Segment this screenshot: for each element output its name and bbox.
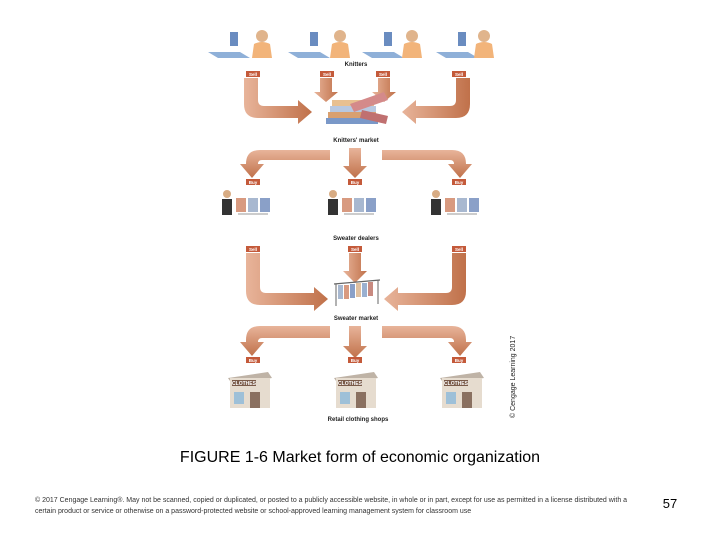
- sweater-dealer-2: [328, 190, 376, 215]
- sweater-dealer-1: [222, 190, 270, 215]
- svg-text:Sell: Sell: [455, 247, 463, 252]
- buy-tag-row2: Buy Buy Buy: [246, 179, 466, 185]
- retail-shops-label: Retail clothing shops: [328, 417, 389, 423]
- svg-text:Sell: Sell: [379, 72, 387, 77]
- svg-text:Sell: Sell: [455, 72, 463, 77]
- sweater-pile-icon: [326, 92, 388, 124]
- buy-arrows-from-sweater-market: [240, 326, 472, 358]
- svg-text:CLOTHES: CLOTHES: [444, 381, 469, 387]
- clothing-shop-1: CLOTHES: [228, 372, 272, 408]
- sweater-market-label: Sweater market: [334, 316, 378, 322]
- svg-text:Sell: Sell: [323, 72, 331, 77]
- sell-tag-row3: Sell Sell Sell: [246, 246, 466, 252]
- sweater-dealers-label: Sweater dealers: [333, 236, 379, 242]
- clothing-shop-2: CLOTHES: [334, 372, 378, 408]
- clothing-shop-3: CLOTHES: [440, 372, 484, 408]
- svg-text:Buy: Buy: [351, 180, 360, 185]
- knitter-2: [288, 30, 350, 58]
- svg-text:CLOTHES: CLOTHES: [232, 381, 257, 387]
- sell-tag-row1: Sell Sell Sell Sell: [246, 71, 466, 77]
- knitter-4: [436, 30, 494, 58]
- svg-text:Buy: Buy: [249, 180, 258, 185]
- svg-text:Buy: Buy: [455, 358, 464, 363]
- sweater-dealer-3: [431, 190, 479, 215]
- knitters-label: Knitters: [345, 62, 368, 68]
- market-flow-diagram: Knitters Sell Sell Sell Sell Knitters' m…: [208, 30, 494, 423]
- buy-tag-row4: Buy Buy Buy: [246, 357, 466, 363]
- knitter-3: [362, 30, 422, 58]
- svg-text:Sell: Sell: [249, 72, 257, 77]
- svg-text:CLOTHES: CLOTHES: [338, 381, 363, 387]
- svg-text:Buy: Buy: [351, 358, 360, 363]
- knitters-market-label: Knitters' market: [333, 138, 378, 144]
- svg-text:Sell: Sell: [249, 247, 257, 252]
- page-number: 57: [662, 496, 678, 511]
- svg-text:Sell: Sell: [351, 247, 359, 252]
- figure-caption: FIGURE 1-6 Market form of economic organ…: [179, 449, 541, 466]
- clothing-rack-icon: [333, 279, 381, 306]
- buy-arrows-from-knitters-market: [240, 148, 472, 178]
- svg-text:Buy: Buy: [249, 358, 258, 363]
- copyright-footer: © 2017 Cengage Learning®. May not be sca…: [35, 497, 628, 515]
- svg-text:Buy: Buy: [455, 180, 464, 185]
- image-credit: © Cengage Learning 2017: [510, 335, 517, 418]
- knitter-1: [208, 30, 272, 58]
- sell-arrows-to-sweater-market: [246, 253, 466, 311]
